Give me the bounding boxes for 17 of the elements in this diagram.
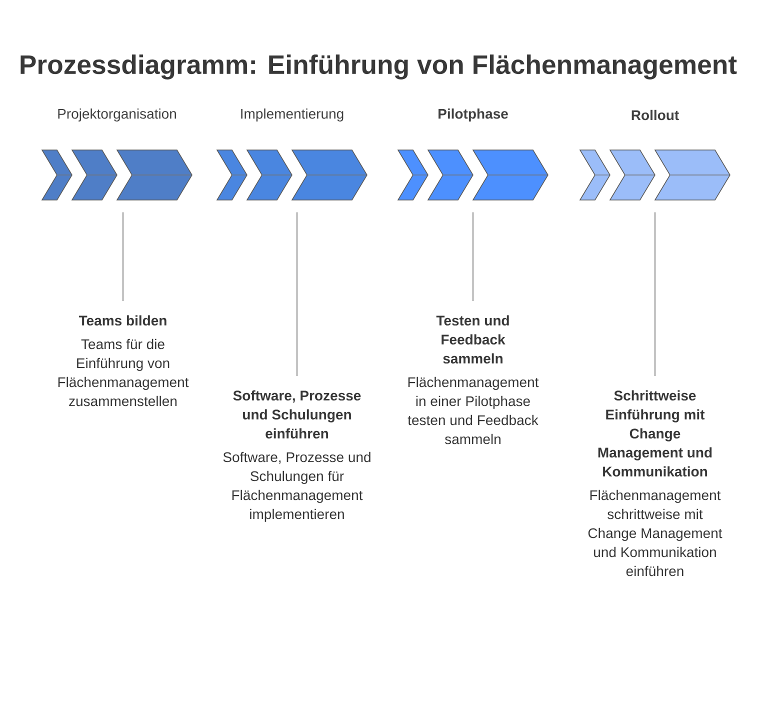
connector-line: [472, 212, 474, 302]
connector-line: [122, 212, 124, 302]
step-title: Teams bilden: [78, 315, 166, 326]
phase-heading: Pilotphase: [438, 108, 508, 122]
diagram-title: Prozessdiagramm: Einführung von Flächenmanagement: [20, 54, 737, 80]
step-description: Flächenmanagement in einer Pilotphase testen und Feedback sammeln: [408, 376, 539, 444]
step-title: Software, Prozesse und Schulungen einführen: [233, 390, 361, 439]
step-title: Schrittweise Einführung mit Change Management und Kommunikation: [598, 390, 712, 477]
step-description: Software, Prozesse und Schulungen für Flächenmanagement implementieren: [223, 452, 370, 522]
phase-heading: Implementierung: [241, 108, 344, 122]
phase-heading: Projektorganisation: [58, 108, 176, 122]
step-description: Teams für die Einführung von Flächenmanagement zusammenstellen: [58, 338, 189, 406]
phase-heading: Rollout: [632, 110, 679, 120]
connector-line: [654, 212, 656, 376]
connector-line: [296, 212, 298, 376]
step-description: Flächenmanagement schrittweise mit Change Management und Kommunikation einführen: [588, 490, 722, 576]
step-title: Testen und Feedback sammeln: [436, 315, 509, 364]
